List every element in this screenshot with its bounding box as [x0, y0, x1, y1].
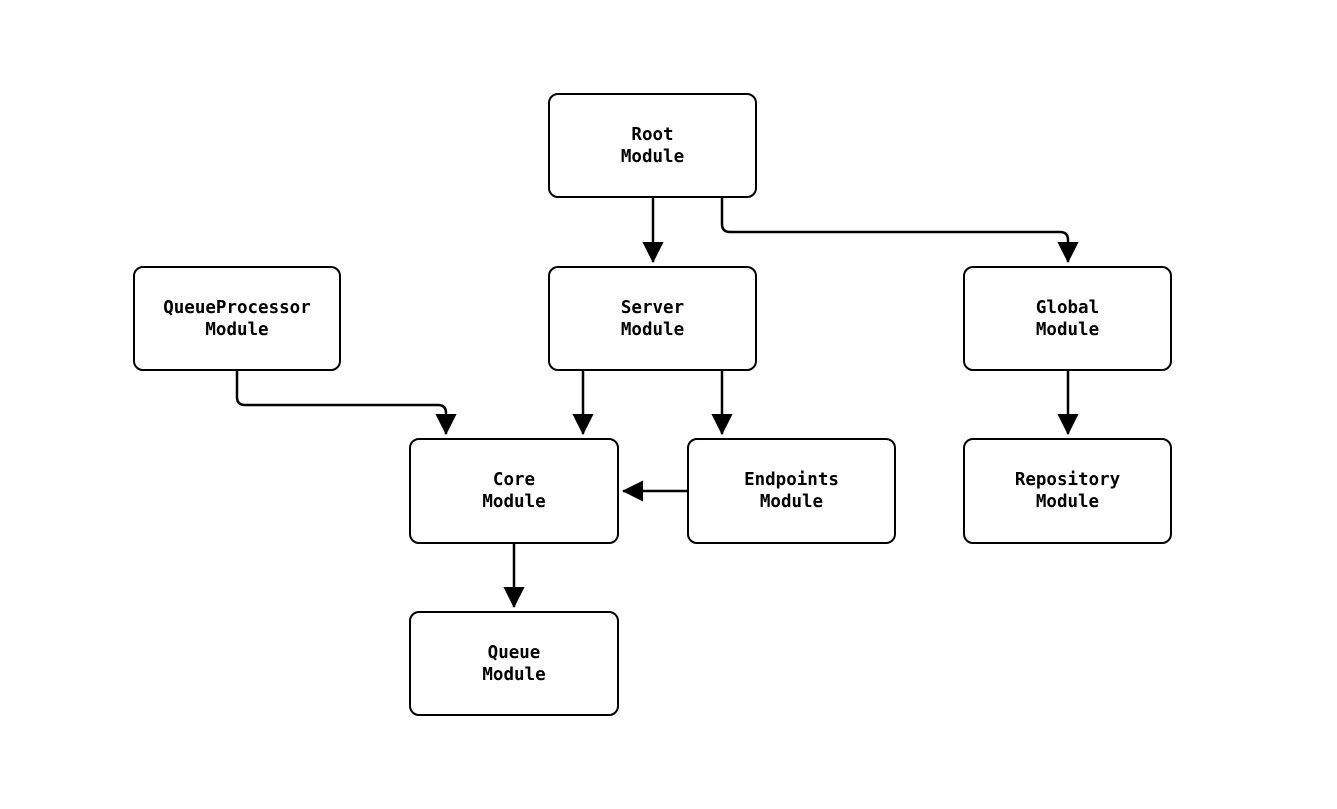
node-global-module: Global Module — [963, 266, 1172, 371]
node-queue-module: Queue Module — [409, 611, 619, 716]
edge-root-to-global — [720, 198, 1079, 264]
node-endpoints-module: Endpoints Module — [687, 438, 896, 544]
node-queueprocessor-module: QueueProcessor Module — [133, 266, 341, 371]
edge-queueprocessor-to-core — [235, 371, 457, 436]
node-root-module: Root Module — [548, 93, 757, 198]
node-repository-module: Repository Module — [963, 438, 1172, 544]
node-core-module: Core Module — [409, 438, 619, 544]
node-server-module: Server Module — [548, 266, 757, 371]
